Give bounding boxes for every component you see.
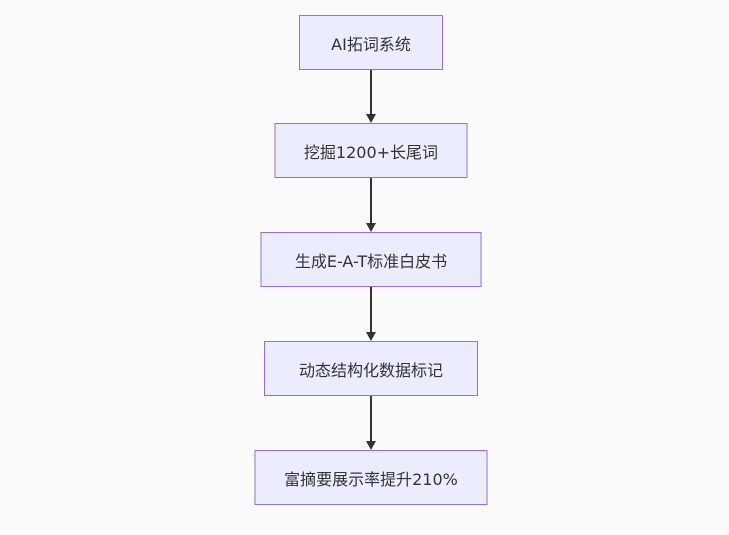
arrow-shaft: [370, 178, 372, 224]
arrowhead-icon: [366, 332, 376, 341]
arrow-down-icon: [365, 287, 377, 341]
flow-node-label: AI拓词系统: [331, 34, 411, 54]
flow-node-longtail-mining: 挖掘1200+长尾词: [274, 123, 468, 178]
flow-node-label: 富摘要展示率提升210%: [284, 469, 458, 489]
arrow-down-icon: [365, 396, 377, 450]
arrowhead-icon: [366, 441, 376, 450]
flow-node-label: 动态结构化数据标记: [298, 360, 443, 380]
arrow-shaft: [370, 396, 372, 442]
arrowhead-icon: [366, 223, 376, 232]
arrow-down-icon: [365, 70, 377, 123]
arrow-down-icon: [365, 178, 377, 232]
flow-node-structured-data-markup: 动态结构化数据标记: [264, 341, 478, 396]
flow-node-label: 生成E-A-T标准白皮书: [294, 251, 448, 271]
flow-node-label: 挖掘1200+长尾词: [303, 142, 439, 162]
arrow-shaft: [370, 70, 372, 115]
flow-node-rich-snippet-result: 富摘要展示率提升210%: [254, 450, 488, 505]
arrowhead-icon: [366, 114, 376, 123]
flow-node-eat-whitepaper: 生成E-A-T标准白皮书: [260, 232, 482, 287]
arrow-shaft: [370, 287, 372, 333]
flow-node-ai-word-expansion: AI拓词系统: [299, 15, 443, 70]
